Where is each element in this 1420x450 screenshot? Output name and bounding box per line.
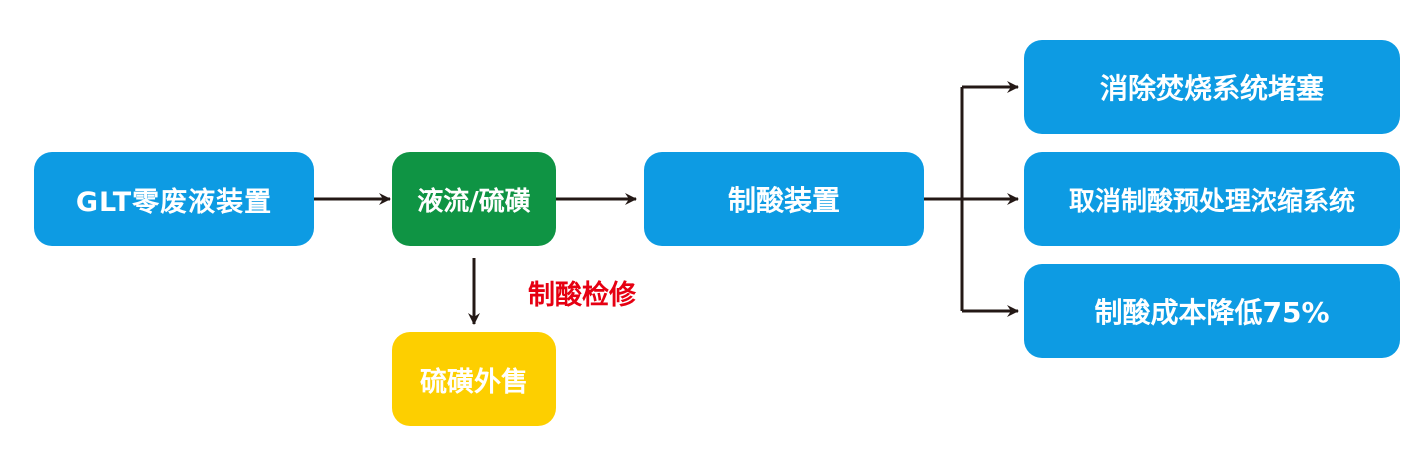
node-sulfur-sale: 硫磺外售 — [392, 332, 556, 426]
node-result-cost-reduction: 制酸成本降低75% — [1024, 264, 1400, 358]
node-result-eliminate-blockage: 消除焚烧系统堵塞 — [1024, 40, 1400, 134]
node-acid-plant: 制酸装置 — [644, 152, 924, 246]
node-glt-device: GLT零废液装置 — [34, 152, 314, 246]
annotation-acid-maintenance: 制酸检修 — [528, 280, 636, 311]
node-liquid-flow-sulfur: 液流/硫磺 — [392, 152, 556, 246]
node-result-cancel-pretreatment: 取消制酸预处理浓缩系统 — [1024, 152, 1400, 246]
